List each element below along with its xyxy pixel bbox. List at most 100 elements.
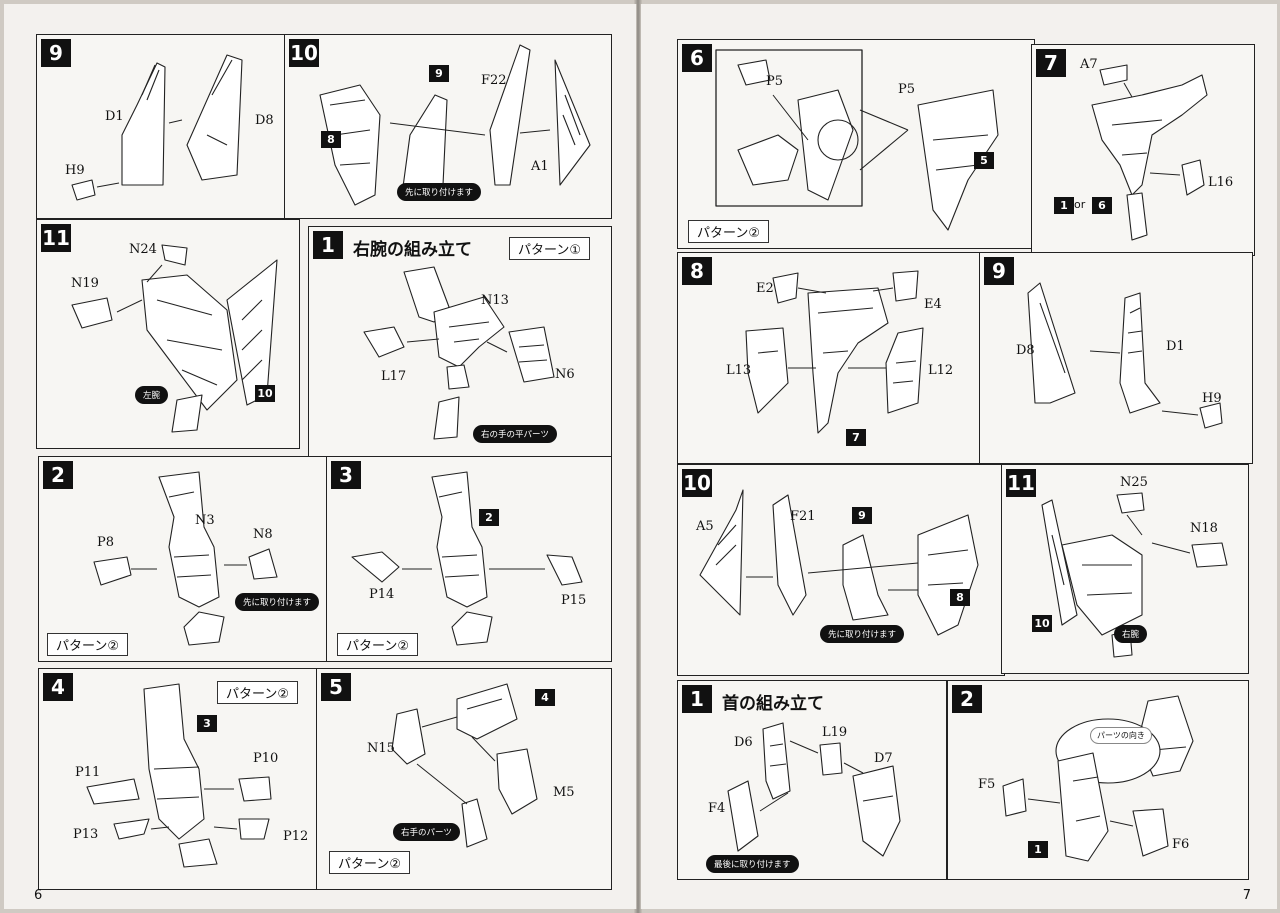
step-11-left: 11 N24 N19 左腕 10	[36, 219, 300, 449]
step-reference: 9	[429, 65, 449, 82]
left-arm-illustration	[71, 244, 278, 433]
part-label: A7	[1080, 57, 1098, 72]
instruction-note: 先に取り付けます	[235, 593, 320, 611]
pattern-label: パターン②	[217, 681, 299, 704]
step-reference: 8	[321, 131, 341, 148]
arm-assembly-illustration	[319, 44, 591, 206]
section-title: 首の組み立て	[722, 694, 824, 714]
part-label: D6	[734, 735, 753, 750]
part-label: F5	[978, 777, 996, 792]
part-label: F21	[790, 509, 816, 524]
step-number: 6	[682, 44, 712, 72]
part-label: N18	[1190, 521, 1218, 536]
arm-armor-illustration	[86, 683, 272, 868]
pattern-label: パターン②	[337, 633, 419, 656]
step-number: 1	[313, 231, 343, 259]
step-reference: 5	[974, 152, 994, 169]
step-number: 9	[41, 39, 71, 67]
detail-inset-illustration	[715, 49, 999, 231]
part-label: A5	[696, 519, 714, 534]
part-label: F22	[481, 73, 507, 88]
right-arm-illustration	[363, 266, 555, 440]
step-5-left: 5 4 N15 M5 右手のパーツ パターン②	[316, 668, 612, 890]
book-gutter	[634, 0, 642, 913]
step-9-right: 9 D8 D1 H9	[979, 252, 1253, 464]
upper-arm-illustration	[93, 471, 278, 646]
step-number: 2	[952, 685, 982, 713]
step-11-right: 11 N25 N18 10 右腕	[1001, 464, 1249, 674]
part-label: N19	[71, 276, 99, 291]
step-number: 8	[682, 257, 712, 285]
armor-plate-illustration	[1027, 282, 1223, 429]
upper-arm-illustration	[351, 471, 583, 646]
part-label: D7	[874, 751, 893, 766]
step-10-left: 10 F22 A1 9 8 先に取り付けます	[284, 34, 612, 219]
step-number: 2	[43, 461, 73, 489]
step-reference: 8	[950, 589, 970, 606]
armor-plate-illustration	[71, 54, 243, 201]
step-number: 7	[1036, 49, 1066, 77]
page-number: 7	[1242, 888, 1251, 903]
part-label: N13	[481, 293, 509, 308]
step-8-right: 8 E2 E4 L13 L12 7	[677, 252, 983, 464]
step-reference: 10	[255, 385, 275, 402]
part-label: N15	[367, 741, 395, 756]
step-10-right: 10 A5 F21 9 8 先に取り付けます	[677, 464, 1005, 676]
step-2-left: 2 N3 N8 P8 先に取り付けます パターン②	[38, 456, 330, 662]
neck-step-1: 1 首の組み立て D6 L19 D7 F4 最後に取り付けます	[677, 680, 947, 880]
step-6-right: 6 P5 P5 5 パターン②	[677, 39, 1035, 249]
step-reference: 3	[197, 715, 217, 732]
part-label: A1	[531, 159, 549, 174]
pattern-label: パターン②	[329, 851, 411, 874]
instruction-note: 右手のパーツ	[393, 823, 460, 841]
instruction-note: 左腕	[135, 386, 169, 404]
arm-assembly-illustration	[699, 489, 979, 636]
part-label: D1	[105, 109, 124, 124]
part-label: E4	[924, 297, 942, 312]
hand-assembly-illustration	[391, 683, 538, 848]
part-label: L13	[726, 363, 752, 378]
step-reference: 9	[852, 507, 872, 524]
part-label: H9	[1202, 391, 1222, 406]
step-1-right-arm: 1 右腕の組み立て パターン① N13 L17 N6 右の手の平パーツ	[308, 226, 612, 460]
part-label: N25	[1120, 475, 1148, 490]
step-9-left: 9 D1 D8 H9	[36, 34, 286, 219]
forearm-assembly-illustration	[745, 270, 924, 434]
part-label: N3	[195, 513, 215, 528]
orientation-callout: パーツの向き	[1090, 727, 1152, 744]
part-label: D8	[255, 113, 274, 128]
step-4-left: 4 パターン② 3 P11 P10 P13 P12	[38, 668, 320, 890]
page-number: 6	[34, 888, 43, 903]
step-number: 10	[289, 39, 319, 67]
part-label: P5	[766, 74, 784, 89]
pattern-label: パターン①	[509, 237, 591, 260]
step-number: 4	[43, 673, 73, 701]
part-label: P8	[97, 535, 115, 550]
part-label: M5	[553, 785, 575, 800]
step-reference: 6	[1092, 197, 1112, 214]
part-label: P13	[73, 827, 99, 842]
neck-part-illustration	[1002, 695, 1194, 862]
step-number: 1	[682, 685, 712, 713]
part-label: L17	[381, 369, 407, 384]
part-label: P15	[561, 593, 587, 608]
section-title: 右腕の組み立て	[353, 240, 472, 260]
step-reference: 2	[479, 509, 499, 526]
part-label: F4	[708, 801, 726, 816]
step-reference: 1	[1028, 841, 1048, 858]
part-label: F6	[1172, 837, 1190, 852]
step-number: 5	[321, 673, 351, 701]
instruction-note: 最後に取り付けます	[706, 855, 799, 873]
part-label: P5	[898, 82, 916, 97]
pattern-label: パターン②	[47, 633, 129, 656]
pattern-label: パターン②	[688, 220, 770, 243]
step-number: 10	[682, 469, 712, 497]
step-reference: 1	[1054, 197, 1074, 214]
instruction-note: 先に取り付けます	[397, 183, 482, 201]
step-reference: 4	[535, 689, 555, 706]
step-reference: 7	[846, 429, 866, 446]
part-label: N6	[555, 367, 575, 382]
instruction-note: 右腕	[1114, 625, 1148, 643]
neck-step-2: 2 パーツの向き F5 F6 1	[947, 680, 1249, 880]
arm-joint-illustration	[1091, 64, 1208, 241]
